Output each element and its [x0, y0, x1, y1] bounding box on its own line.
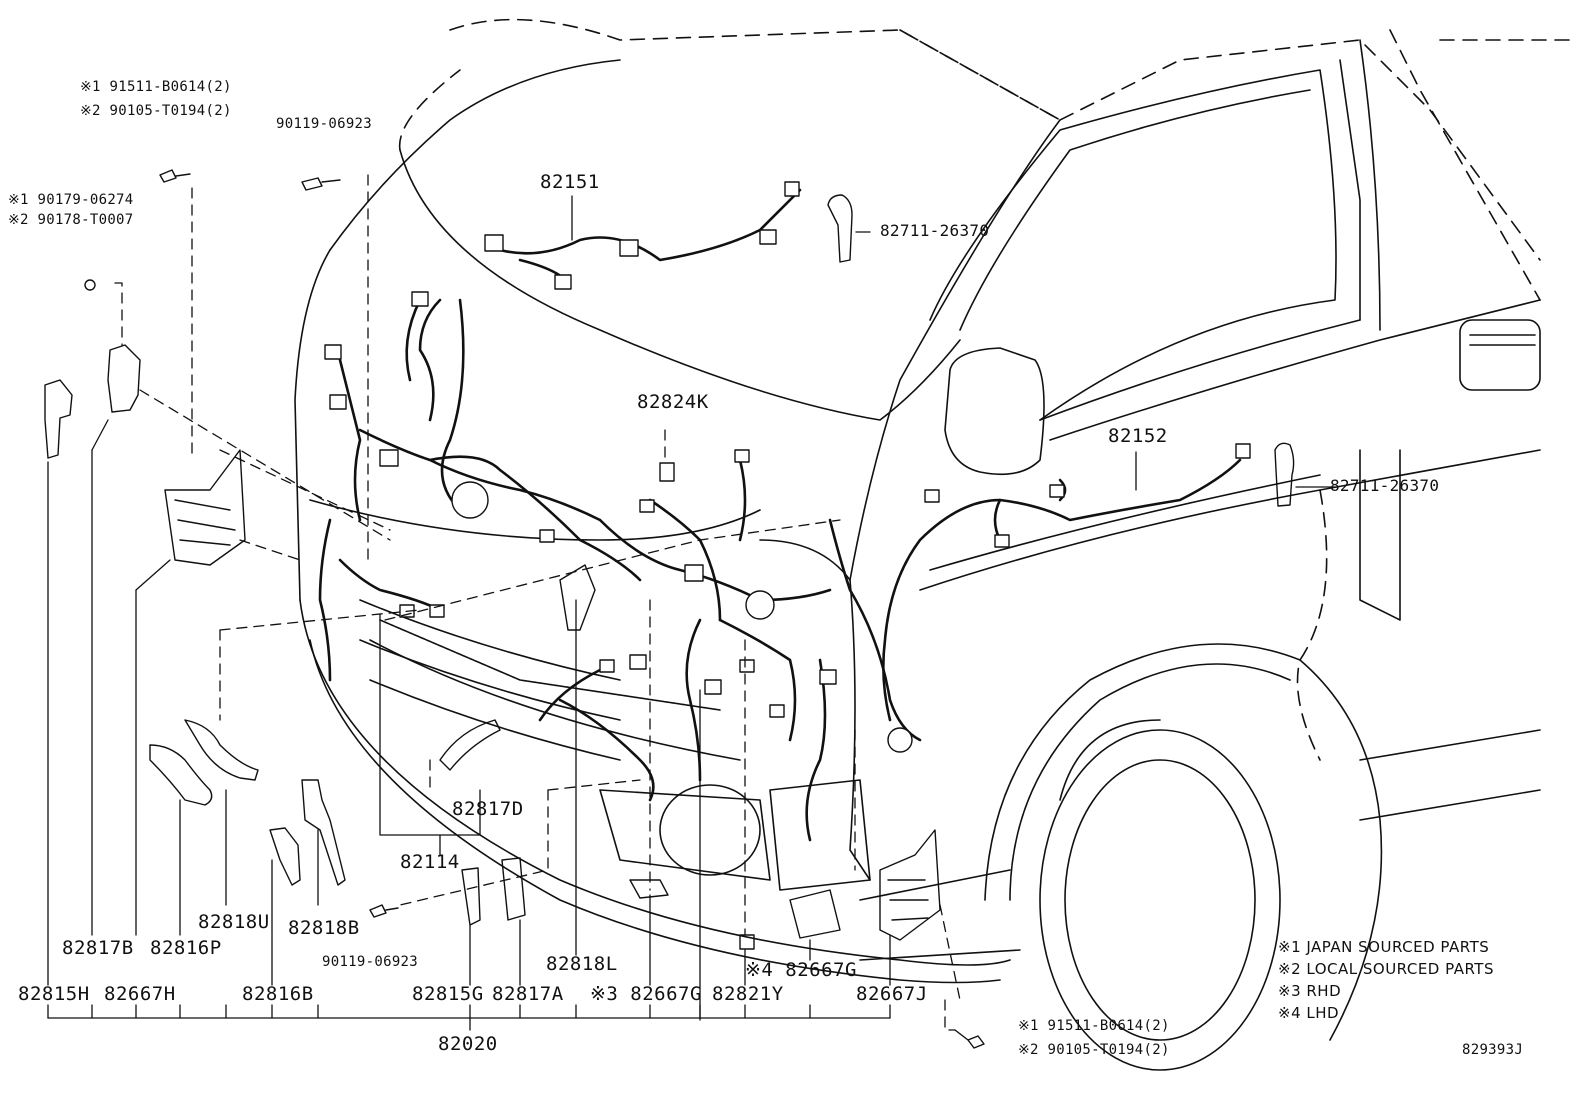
- part-label-82824K: 82824K: [637, 391, 709, 413]
- fastener-top-left-japan: ※1 91511-B0614(2): [80, 79, 232, 95]
- part-label-82818B: 82818B: [288, 917, 360, 939]
- fastener-top-left-local: ※2 90105-T0194(2): [80, 103, 232, 119]
- part-label-82667H: 82667H: [104, 983, 176, 1005]
- legend-local-sourced: ※2 LOCAL SOURCED PARTS: [1278, 960, 1494, 978]
- fastener-bottom-right-local: ※2 90105-T0194(2): [1018, 1042, 1170, 1058]
- fastener-bottom-right-japan: ※1 91511-B0614(2): [1018, 1018, 1170, 1034]
- illustration-reference-id: 829393J: [1462, 1042, 1524, 1058]
- solid-leaders: [47, 195, 1336, 1031]
- legend-rhd: ※3 RHD: [1278, 982, 1342, 1000]
- part-label-82152: 82152: [1108, 425, 1168, 447]
- fastener-mid-left-japan: ※1 90179-06274: [8, 192, 134, 208]
- part-label-82816P: 82816P: [150, 937, 222, 959]
- part-label-82817B: 82817B: [62, 937, 134, 959]
- part-label-82667G-lhd: ※4 82667G: [745, 959, 857, 981]
- part-label-82816B: 82816B: [242, 983, 314, 1005]
- part-label-82667J: 82667J: [856, 983, 928, 1005]
- part-label-82817D: 82817D: [452, 798, 524, 820]
- part-label-82667G-rhd: ※3 82667G: [590, 983, 702, 1005]
- part-label-82711-side: 82711-26370: [1330, 476, 1440, 495]
- part-label-82821Y: 82821Y: [712, 983, 784, 1005]
- harness-connectors: [324, 181, 1251, 753]
- components: [44, 169, 1295, 1049]
- legend-japan-sourced: ※1 JAPAN SOURCED PARTS: [1278, 938, 1490, 956]
- fastener-mid-left-local: ※2 90178-T0007: [8, 212, 134, 228]
- wire-harness-82151: [318, 188, 922, 842]
- dashed-leaders: [114, 174, 961, 1031]
- part-label-82818U: 82818U: [198, 911, 270, 933]
- part-label-82151: 82151: [540, 171, 600, 193]
- assembly-label-82020: 82020: [438, 1033, 498, 1055]
- vehicle-body-outline: [294, 18, 1571, 1071]
- part-label-82817A: 82817A: [492, 983, 564, 1005]
- part-label-82114: 82114: [400, 851, 460, 873]
- bolt-label-bottom: 90119-06923: [322, 954, 419, 970]
- part-label-82815H: 82815H: [18, 983, 90, 1005]
- part-label-82711-top: 82711-26370: [880, 221, 990, 240]
- bolt-label-top: 90119-06923: [276, 116, 373, 132]
- part-label-82818L: 82818L: [546, 953, 618, 975]
- part-label-82815G: 82815G: [412, 983, 484, 1005]
- legend-lhd: ※4 LHD: [1278, 1004, 1340, 1022]
